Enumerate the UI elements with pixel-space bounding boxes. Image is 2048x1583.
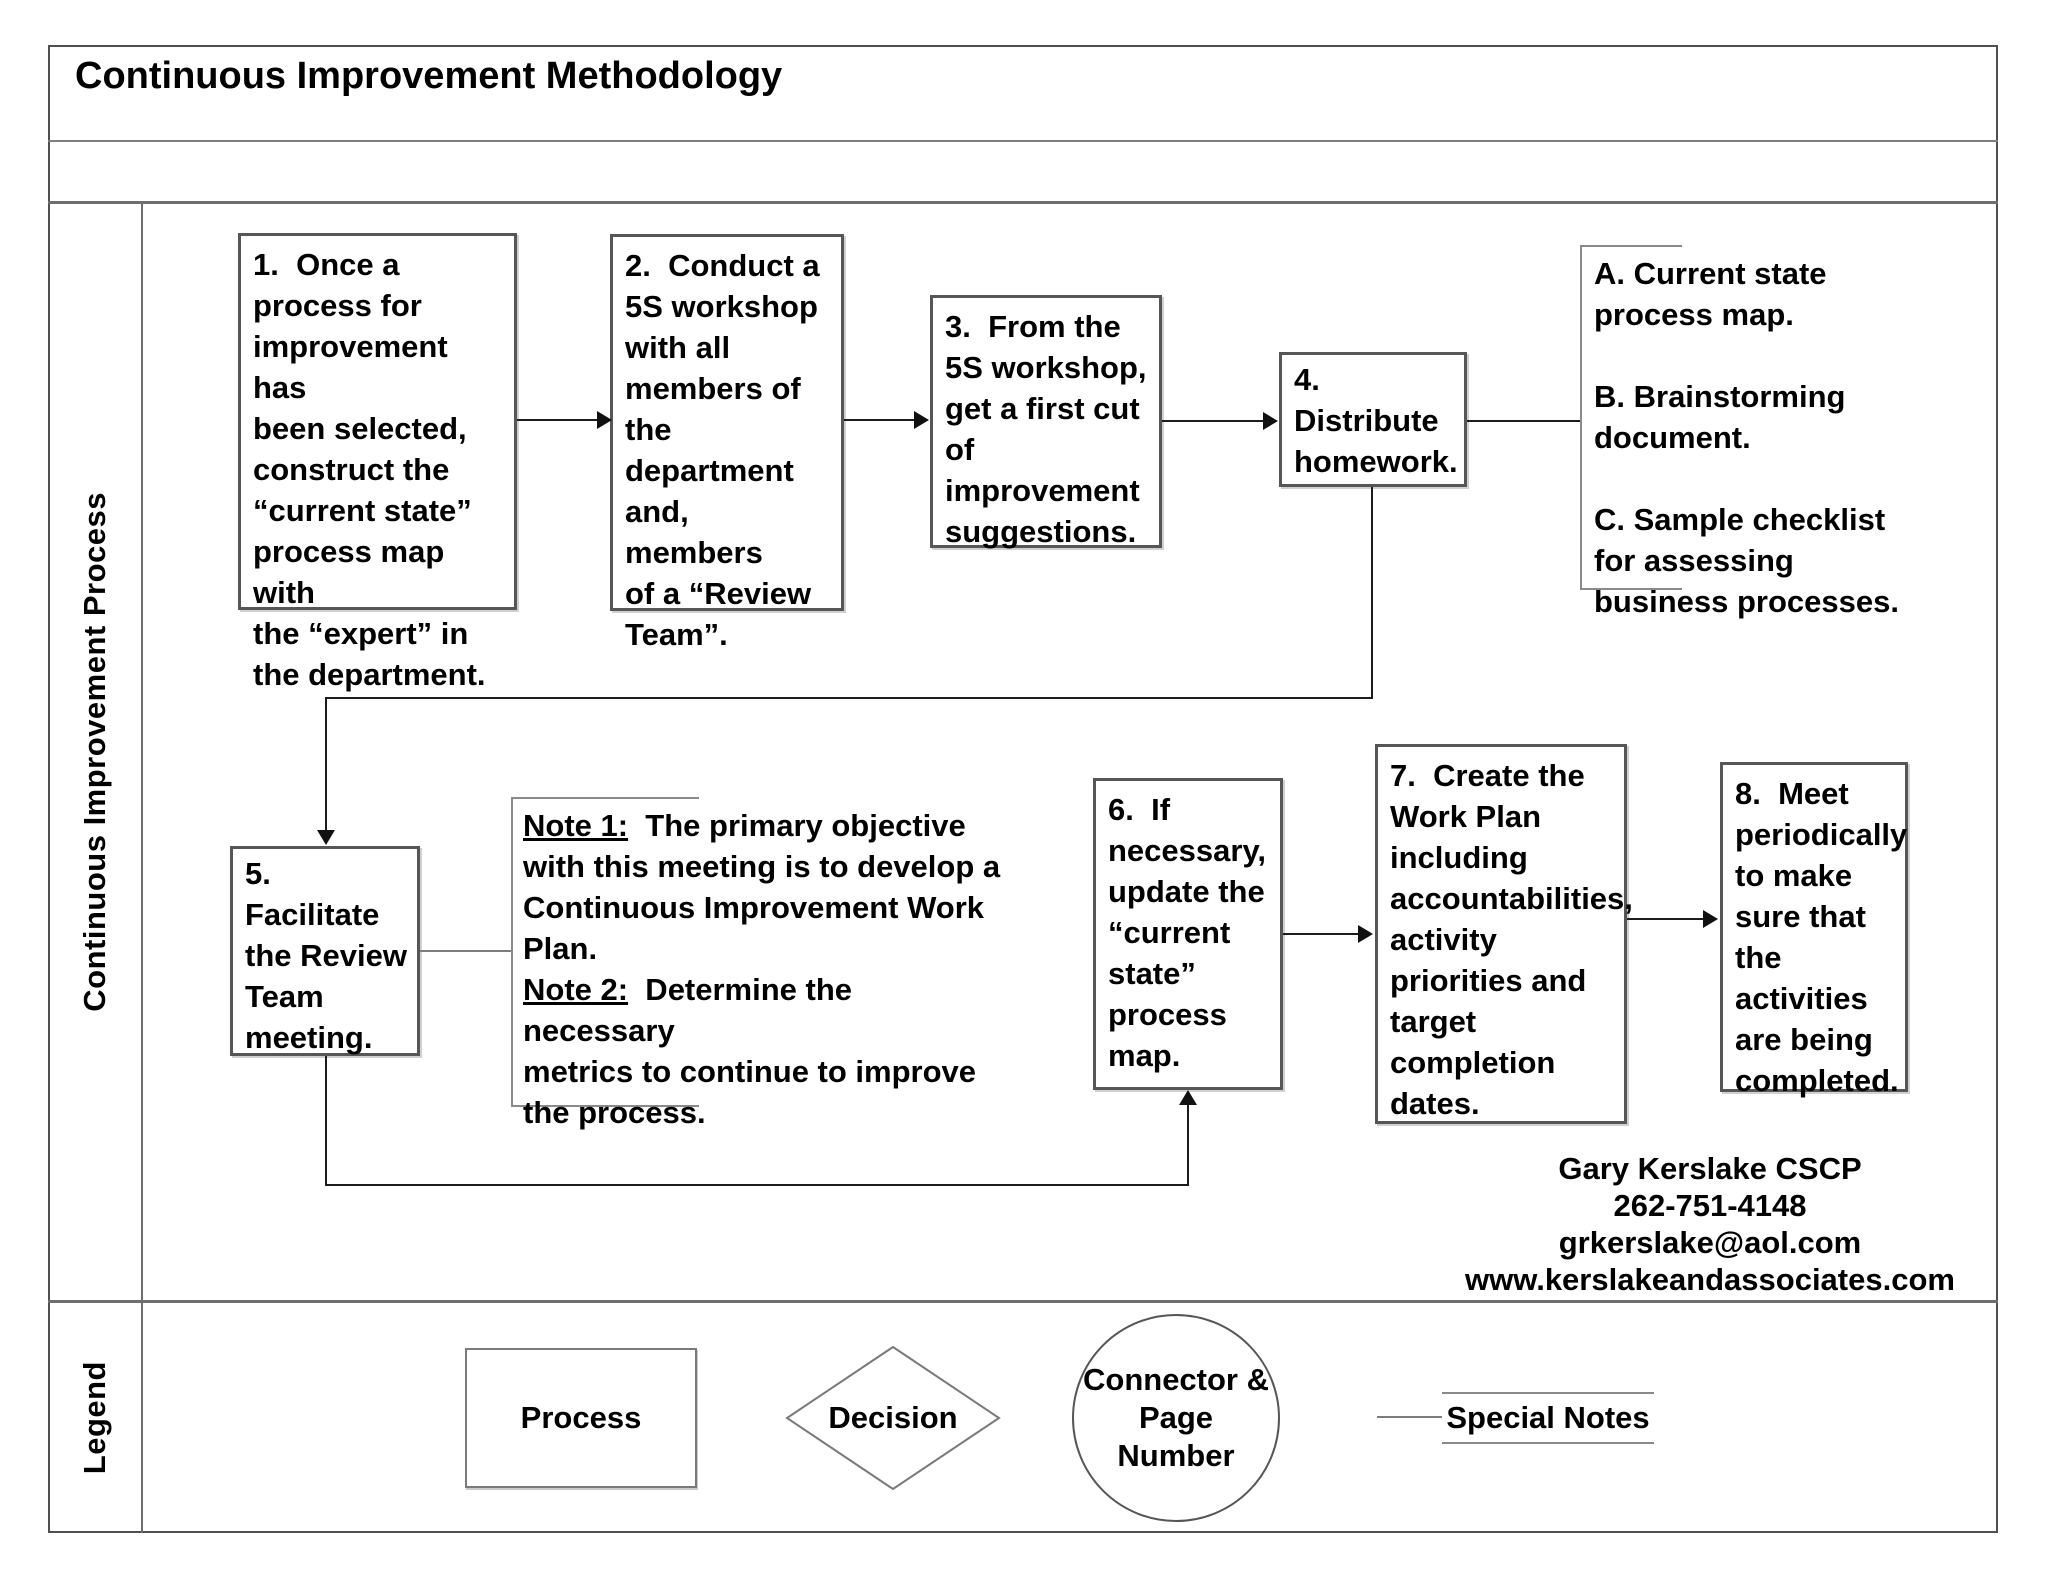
legend-decision-shape: Decision xyxy=(785,1345,1001,1491)
legend-special-notes-label: Special Notes xyxy=(1446,1400,1650,1435)
process-box-8: 8. Meet periodically to make sure that t… xyxy=(1720,762,1908,1098)
arrowhead-into-box-2 xyxy=(597,411,612,429)
meeting-notes-block: Note 1: The primary objective with this … xyxy=(511,797,1011,1130)
note2-text: Determine the necessary metrics to conti… xyxy=(523,972,977,1130)
legend-process-shape: Process xyxy=(465,1348,697,1488)
arrowhead-into-box-6 xyxy=(1179,1090,1197,1105)
homework-attachments-text: A. Current state process map. B. Brainst… xyxy=(1594,256,1899,619)
process-box-7: 7. Create the Work Plan including accoun… xyxy=(1375,744,1633,1124)
connector-4-notes-line xyxy=(1467,420,1580,422)
contact-website: www.kerslakeandassociates.com xyxy=(1465,1262,1955,1297)
arrowhead-into-box-8 xyxy=(1703,910,1718,928)
legend-band-label-cell: Legend xyxy=(48,1303,141,1533)
connector-5-notes-line xyxy=(420,950,511,952)
arrowhead-into-box-4 xyxy=(1263,412,1278,430)
process-box-3: 3. From the 5S workshop, get a first cut… xyxy=(930,295,1162,549)
arrowhead-into-box-3 xyxy=(914,411,929,429)
connector-4-5-drop-leg xyxy=(325,697,327,832)
connector-1-2-line xyxy=(517,419,600,421)
process-box-6: 6. If necessary, update the “current sta… xyxy=(1093,778,1283,1090)
process-box-5: 5. Facilitate the Review Team meeting. xyxy=(230,846,420,1056)
note1-text: The primary objective with this meeting … xyxy=(523,808,1001,966)
contact-block: Gary Kerslake CSCP 262-751-4148 grkersla… xyxy=(1440,1150,1980,1298)
process-band-label: Continuous Improvement Process xyxy=(76,492,112,1012)
legend-process-label: Process xyxy=(520,1400,642,1435)
sidebar-divider-line xyxy=(141,201,143,1533)
connector-4-5-horizontal xyxy=(325,697,1373,699)
arrowhead-into-box-5 xyxy=(317,830,335,845)
arrowhead-into-box-7 xyxy=(1358,925,1373,943)
connector-7-8-line xyxy=(1627,918,1706,920)
contact-name: Gary Kerslake CSCP xyxy=(1558,1151,1862,1186)
outer-frame xyxy=(48,45,1998,1533)
connector-5-6-up-leg xyxy=(1187,1104,1189,1186)
connector-6-7-line xyxy=(1283,933,1361,935)
process-box-1: 1. Once a process for improvement has be… xyxy=(238,233,517,692)
connector-5-6-horizontal xyxy=(325,1184,1189,1186)
bracket-tick-top xyxy=(513,797,699,799)
decision-diamond-icon xyxy=(785,1345,1001,1491)
legend-decision-label: Decision xyxy=(828,1400,958,1435)
connector-3-4-line xyxy=(1162,420,1265,422)
connector-4-5-down-leg xyxy=(1371,487,1373,698)
legend-connector-label: Connector & Page Number xyxy=(1083,1362,1269,1473)
connector-5-6-down-leg xyxy=(325,1056,327,1186)
legend-divider-line xyxy=(48,1300,1998,1303)
page-title: Continuous Improvement Methodology xyxy=(75,55,783,97)
note2-label: Note 2: xyxy=(523,972,629,1007)
note1-label: Note 1: xyxy=(523,808,629,843)
main-band-top-line xyxy=(48,201,1998,204)
contact-email: grkerslake@aol.com xyxy=(1558,1225,1862,1260)
legend-special-notes-line xyxy=(1377,1416,1442,1418)
legend-connector-shape: Connector & Page Number xyxy=(1072,1314,1280,1522)
bracket-tick-top xyxy=(1582,245,1682,247)
homework-attachments-note: A. Current state process map. B. Brainst… xyxy=(1580,245,1952,619)
title-divider-line xyxy=(48,140,1998,142)
meeting-notes-text: Note 1: The primary objective with this … xyxy=(523,805,1011,1133)
process-box-2: 2. Conduct a 5S workshop with all member… xyxy=(610,234,844,652)
contact-phone: 262-751-4148 xyxy=(1613,1188,1807,1223)
legend-special-notes-shape: Special Notes xyxy=(1442,1392,1654,1444)
connector-2-3-line xyxy=(844,419,917,421)
process-box-4: 4. Distribute homework. xyxy=(1279,352,1467,487)
bracket-tick-bottom xyxy=(513,1105,699,1107)
process-band-label-cell: Continuous Improvement Process xyxy=(48,204,141,1300)
bracket-tick-bottom xyxy=(1582,588,1682,590)
legend-band-label: Legend xyxy=(76,1361,112,1475)
